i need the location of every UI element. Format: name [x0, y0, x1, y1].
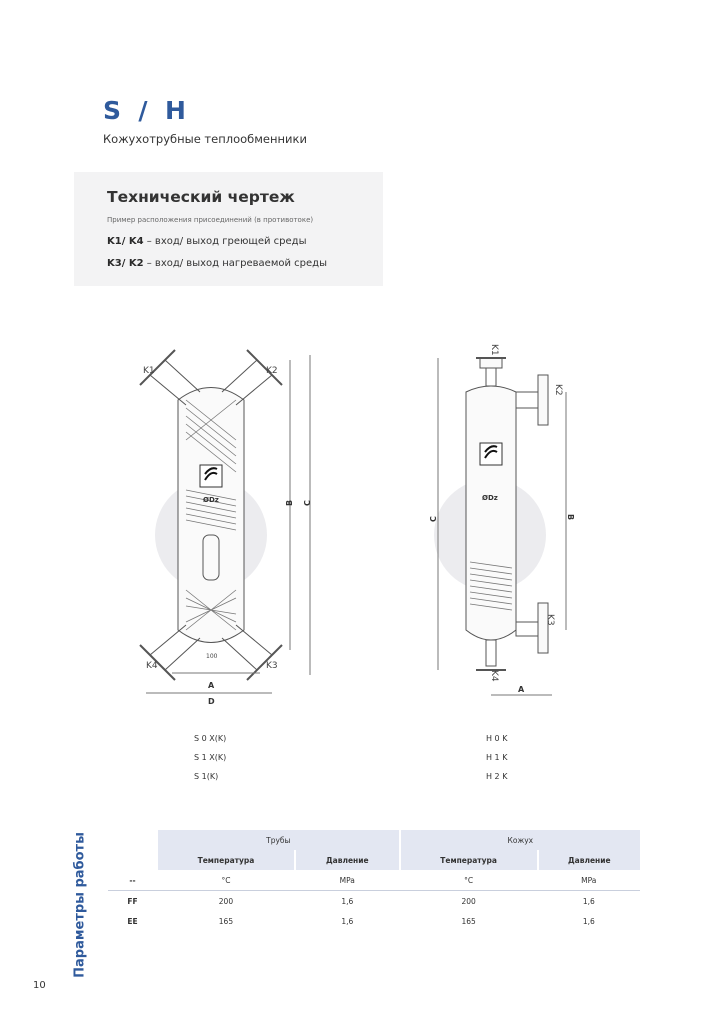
dim-c-right: C: [429, 516, 438, 522]
col-press-tubes: Давление: [293, 850, 400, 870]
model-item: S 0 X(K): [194, 734, 227, 743]
table-cell: °C: [399, 870, 538, 891]
s-type-exchanger: [139, 349, 311, 694]
model-item: S 1(K): [194, 772, 219, 781]
label-k3-right: K3: [545, 614, 555, 626]
technical-drawing-box: Технический чертеж Пример расположения п…: [74, 172, 383, 286]
table-cell: 1,6: [582, 896, 595, 906]
tech-box-title: Технический чертеж: [107, 188, 295, 206]
label-k4-left: K4: [146, 661, 158, 671]
connection-key: K3/ K2: [107, 258, 144, 269]
tech-box-note: Пример расположения присоединений (в про…: [107, 216, 314, 224]
row-label: FF: [127, 896, 138, 906]
table-row: FF 200 1,6 200 1,6: [108, 891, 640, 912]
table-cell: 165: [461, 916, 476, 926]
dim-d-left: D: [208, 697, 215, 706]
table-cell: 1,6: [341, 916, 354, 926]
technical-drawing: K1 K2 K4 K3 ØDz 100 A D B C: [139, 344, 575, 706]
label-100: 100: [206, 653, 218, 660]
h-model-list: H 0 K H 1 K H 2 K: [486, 729, 507, 786]
group-tubes: Трубы: [156, 830, 400, 850]
row-label: EE: [127, 916, 138, 926]
label-dz-left: ØDz: [203, 496, 219, 504]
page-title: S / H: [103, 96, 186, 125]
dim-c-left: C: [303, 500, 312, 506]
dim-b-left: B: [285, 500, 294, 506]
table-cell: 1,6: [582, 916, 595, 926]
table-cell: MPa: [537, 870, 640, 891]
table-cell: 200: [461, 896, 476, 906]
dim-a-left: A: [208, 681, 215, 690]
params-side-title: Параметры работы: [60, 830, 100, 980]
connection-row-heating: K1/ K4 – вход/ выход греющей среды: [107, 236, 306, 247]
model-item: H 0 K: [486, 734, 508, 743]
label-k4-right: K4: [489, 670, 499, 682]
table-cell: MPa: [294, 870, 400, 891]
table-cell: 165: [218, 916, 234, 926]
group-shell: Кожух: [398, 830, 640, 850]
connection-key: K1/ K4: [107, 236, 144, 247]
label-k2-left: K2: [266, 366, 278, 376]
h-type-exchanger: [437, 357, 567, 696]
model-item: S 1 X(K): [194, 753, 227, 762]
model-item: H 2 K: [486, 772, 508, 781]
col-temp-tubes: Температура: [156, 850, 295, 870]
table-row: -- °C MPa °C MPa: [108, 870, 640, 891]
params-side-title-text: Параметры работы: [72, 832, 88, 978]
params-header-columns: Температура Давление Температура Давлени…: [108, 850, 640, 870]
label-k1-right: K1: [489, 344, 499, 356]
dim-b-right: B: [566, 514, 575, 520]
col-temp-shell: Температура: [398, 850, 538, 870]
table-row: EE 165 1,6 165 1,6: [108, 911, 640, 931]
params-table: Трубы Кожух Температура Давление Темпера…: [108, 830, 640, 931]
connection-text: – вход/ выход греющей среды: [143, 236, 307, 247]
col-press-shell: Давление: [536, 850, 640, 870]
dim-a-right: A: [518, 685, 525, 694]
table-cell: 1,6: [341, 896, 354, 906]
table-cell: 200: [218, 896, 234, 906]
label-k1-left: K1: [143, 366, 155, 376]
label-k3-left: K3: [266, 661, 278, 671]
model-item: H 1 K: [486, 753, 508, 762]
page-subtitle: Кожухотрубные теплообменники: [103, 132, 307, 146]
params-header-groups: Трубы Кожух: [108, 830, 640, 850]
label-k2-right: K2: [553, 384, 563, 396]
connection-row-heated: K3/ K2 – вход/ выход нагреваемой среды: [107, 258, 327, 269]
s-model-list: S 0 X(K) S 1 X(K) S 1(K): [194, 729, 226, 786]
table-cell: °C: [157, 870, 295, 891]
page-number: 10: [33, 980, 46, 991]
row-label: --: [108, 870, 157, 891]
label-dz-right: ØDz: [482, 494, 498, 502]
connection-text: – вход/ выход нагреваемой среды: [143, 258, 327, 269]
